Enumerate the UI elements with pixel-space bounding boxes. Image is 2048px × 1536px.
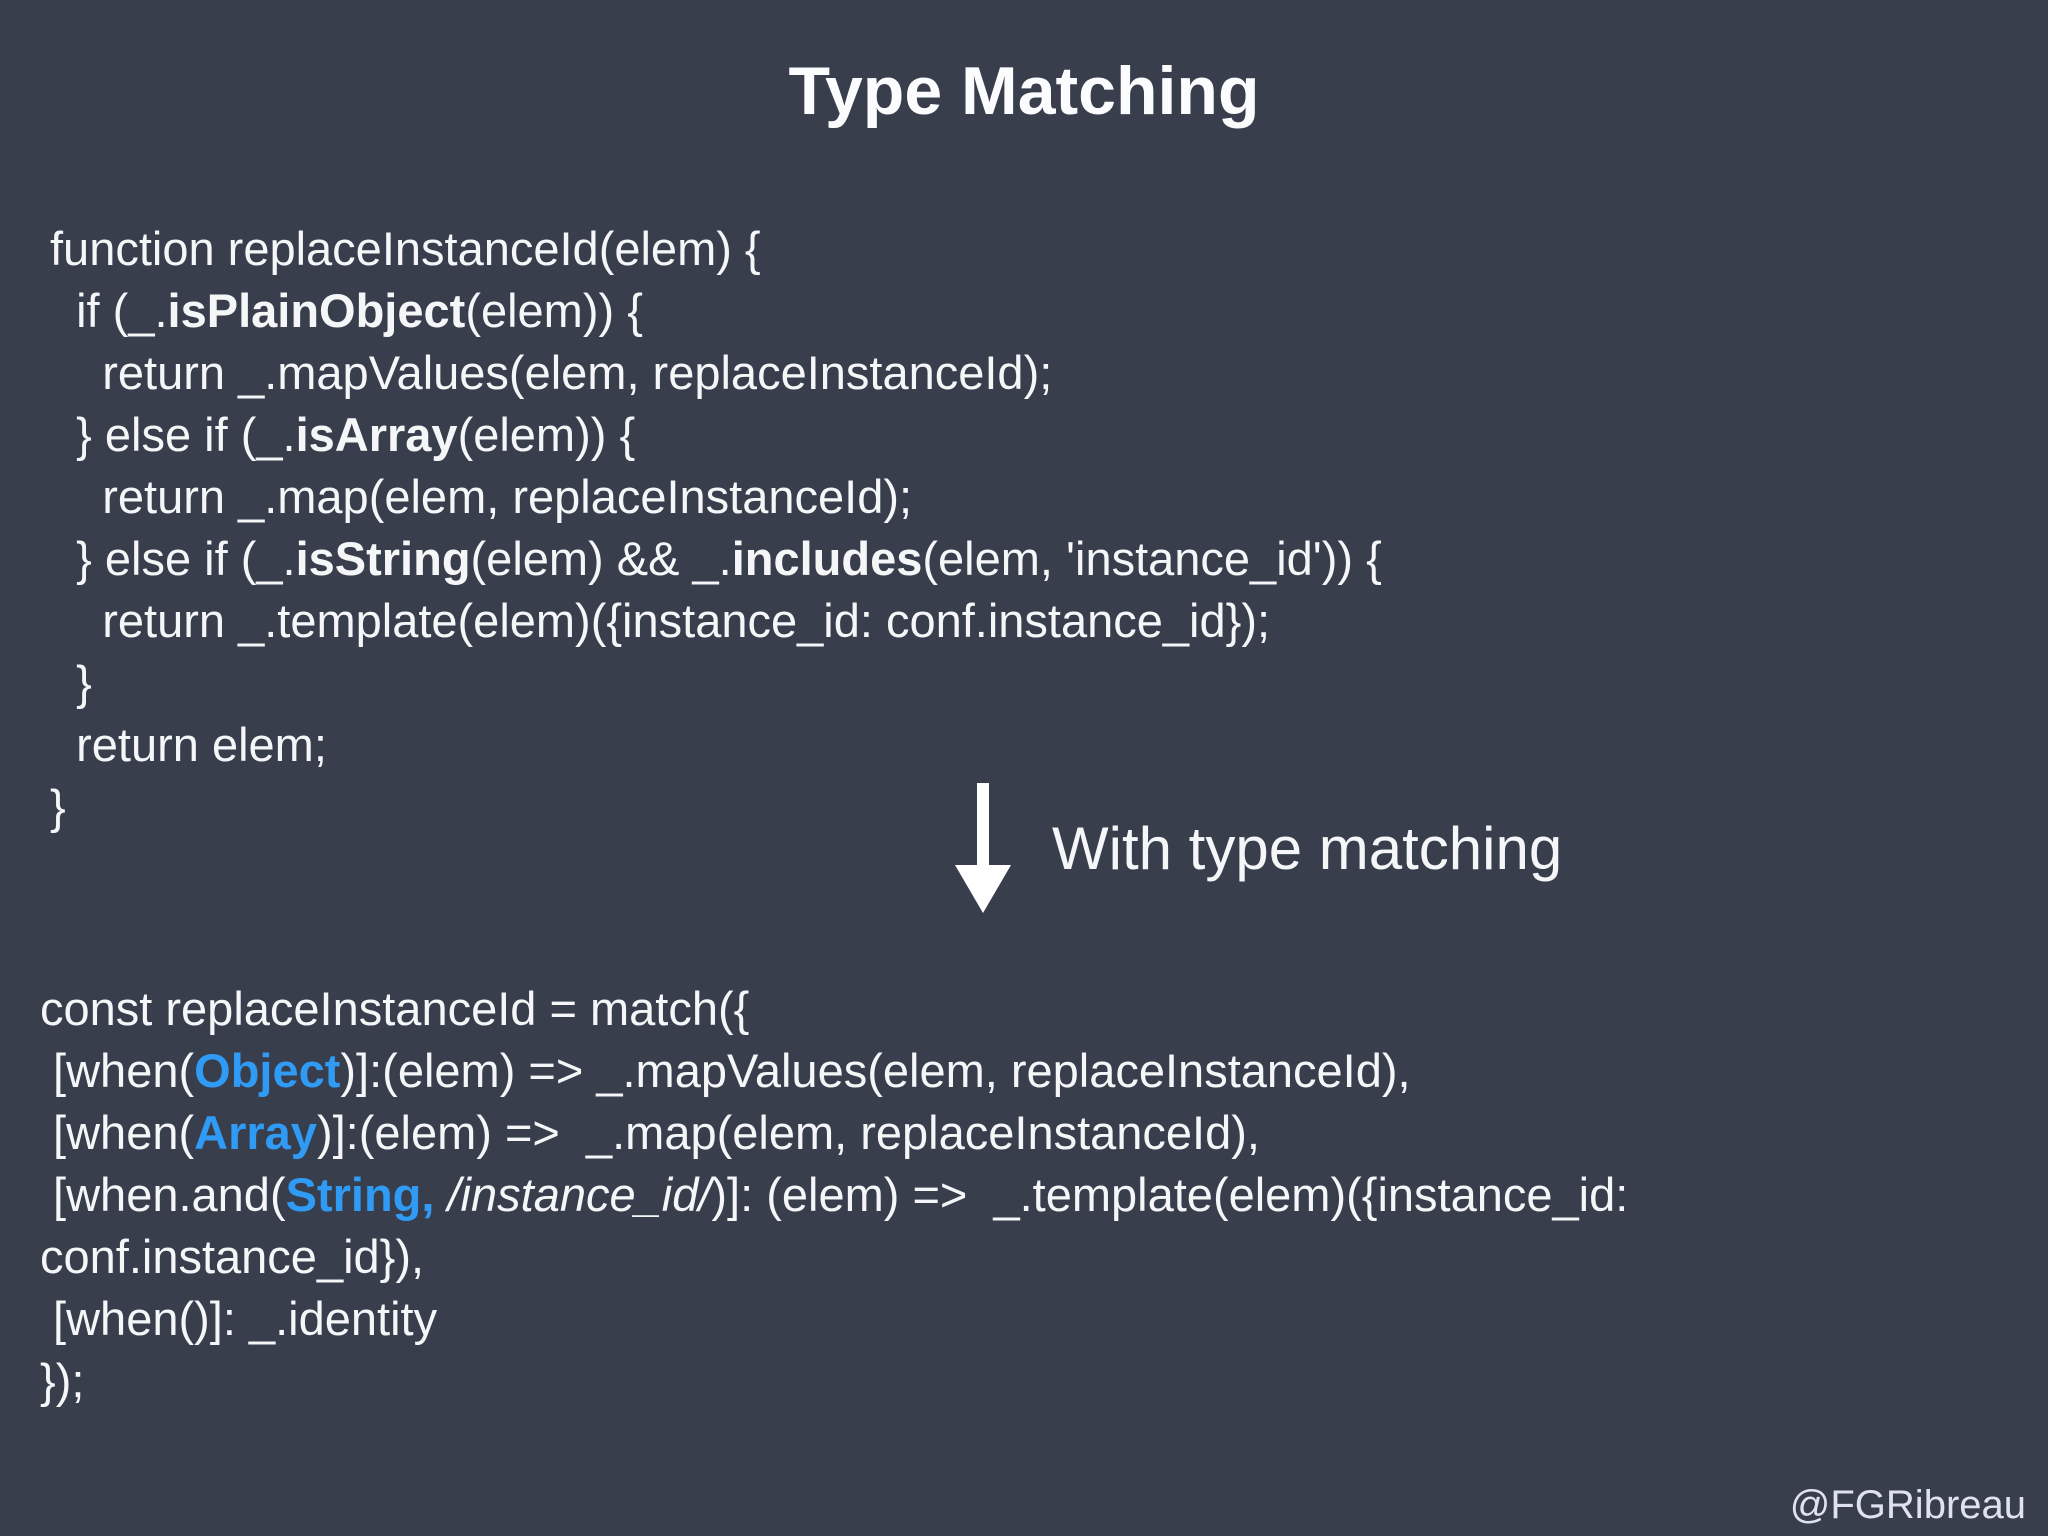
transition-label: With type matching [1052, 814, 1563, 882]
code-line: return _.mapValues(elem, replaceInstance… [50, 342, 1382, 404]
code-segment: [when( [40, 1044, 195, 1097]
code-segment: if (_. [50, 284, 168, 337]
code-line: } else if (_.isArray(elem)) { [50, 404, 1382, 466]
code-line: return _.template(elem)({instance_id: co… [50, 590, 1382, 652]
code-segment: )]:(elem) => _.mapValues(elem, replaceIn… [340, 1044, 1411, 1097]
code-line: const replaceInstanceId = match({ [40, 978, 1628, 1040]
code-segment: Array [194, 1106, 317, 1159]
down-arrow-icon [955, 783, 1011, 913]
code-block-after: const replaceInstanceId = match({ [when(… [40, 978, 1628, 1412]
code-segment: )]: (elem) => _.template(elem)({instance… [711, 1168, 1629, 1221]
code-segment: return _.template(elem)({instance_id: co… [50, 594, 1271, 647]
code-segment: return elem; [50, 718, 327, 771]
code-segment: [when.and( [40, 1168, 286, 1221]
code-line: return elem; [50, 714, 1382, 776]
code-line: function replaceInstanceId(elem) { [50, 218, 1382, 280]
code-segment: includes [731, 532, 923, 585]
code-segment: isArray [295, 408, 458, 461]
code-line: [when()]: _.identity [40, 1288, 1628, 1350]
code-line: } [50, 776, 1382, 838]
code-line: }); [40, 1350, 1628, 1412]
code-line: [when(Object)]:(elem) => _.mapValues(ele… [40, 1040, 1628, 1102]
code-segment: (elem, 'instance_id')) { [922, 532, 1382, 585]
code-line: [when.and(String, /instance_id/)]: (elem… [40, 1164, 1628, 1226]
code-segment: [when( [40, 1106, 195, 1159]
code-segment: (elem) && _. [470, 532, 732, 585]
code-segment [434, 1168, 447, 1221]
author-handle: @FGRibreau [1789, 1483, 2026, 1527]
code-segment: const replaceInstanceId = match({ [40, 982, 750, 1035]
code-segment: [when()]: _.identity [40, 1292, 438, 1345]
code-segment: function replaceInstanceId(elem) { [50, 222, 761, 275]
code-line: } else if (_.isString(elem) && _.include… [50, 528, 1382, 590]
code-line: [when(Array)]:(elem) => _.map(elem, repl… [40, 1102, 1628, 1164]
code-segment: /instance_id/ [447, 1168, 712, 1221]
code-segment: return _.map(elem, replaceInstanceId); [50, 470, 913, 523]
code-segment: } else if (_. [50, 408, 296, 461]
code-segment: Object [194, 1044, 341, 1097]
slide-title: Type Matching [788, 53, 1260, 129]
code-segment: } else if (_. [50, 532, 296, 585]
code-block-before: function replaceInstanceId(elem) { if (_… [50, 218, 1382, 838]
code-segment: } [50, 656, 92, 709]
code-line: conf.instance_id}), [40, 1226, 1628, 1288]
transition-row: With type matching [952, 782, 1562, 914]
code-segment: conf.instance_id}), [40, 1230, 425, 1283]
code-segment: (elem)) { [465, 284, 643, 337]
code-line: } [50, 652, 1382, 714]
code-segment: )]:(elem) => _.map(elem, replaceInstance… [316, 1106, 1260, 1159]
code-segment: return _.mapValues(elem, replaceInstance… [50, 346, 1053, 399]
code-line: return _.map(elem, replaceInstanceId); [50, 466, 1382, 528]
code-segment: }); [40, 1354, 85, 1407]
code-segment: (elem)) { [457, 408, 636, 461]
code-segment: isString [295, 532, 471, 585]
code-line: if (_.isPlainObject(elem)) { [50, 280, 1382, 342]
code-segment: } [50, 780, 66, 833]
code-segment: isPlainObject [167, 284, 466, 337]
code-segment: String, [285, 1168, 435, 1221]
